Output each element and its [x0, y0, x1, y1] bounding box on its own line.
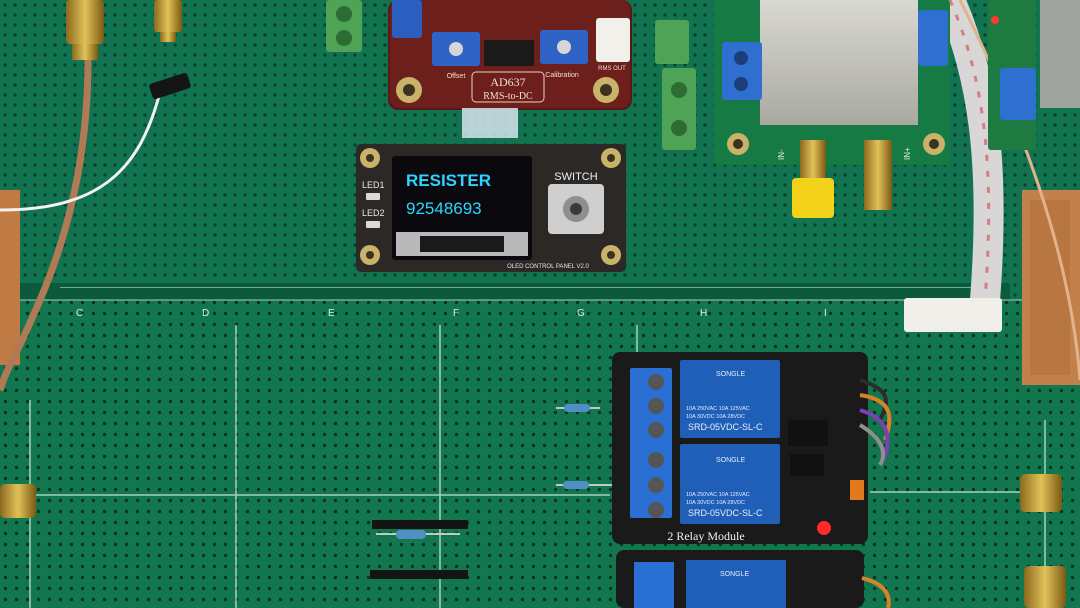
relay-1-model: SRD-05VDC-SL-C — [688, 422, 763, 432]
led2-label: LED2 — [362, 208, 385, 218]
standoff-right-bottom — [1024, 566, 1066, 608]
relay-1-rating: 10A 250VAC 10A 125VAC — [686, 406, 750, 412]
oled-footer: OLED CONTROL PANEL V2.0 — [507, 264, 589, 270]
relay-status-led — [817, 521, 831, 535]
offset-label: Offset — [447, 73, 466, 80]
calibration-label: Calibration — [545, 72, 579, 79]
coax-cable — [0, 59, 92, 392]
standoff-left — [0, 484, 36, 518]
column-letter: E — [328, 308, 335, 319]
relay-2-brand: SONGLE — [716, 457, 746, 464]
oled-control-panel: LED1 LED2 RESISTER 92548693 SWITCH OLED … — [356, 144, 626, 272]
left-copper-plate — [0, 190, 20, 365]
ruler-ticks — [60, 287, 1000, 288]
resistor-3 — [376, 530, 460, 539]
terminal-block-top-left — [326, 0, 362, 52]
relay-module-label: 2 Relay Module — [667, 529, 744, 543]
jumper[interactable] — [850, 480, 864, 500]
relay-2-model: SRD-05VDC-SL-C — [688, 508, 763, 518]
standoff-right — [1020, 474, 1062, 512]
board-ruler-strip — [0, 283, 1010, 301]
header-strip-1 — [372, 520, 468, 529]
right-module — [988, 0, 1080, 150]
relay-2 — [680, 444, 780, 524]
resistor-2 — [556, 481, 612, 489]
column-letter: F — [453, 308, 459, 319]
led1-label: LED1 — [362, 180, 385, 190]
ribbon-connector — [904, 298, 1002, 332]
black-connector — [149, 72, 191, 100]
rf-module: IN- IN+ — [714, 0, 950, 165]
indicator-led — [991, 16, 999, 24]
ribbon-under-ad637 — [462, 108, 518, 138]
column-letters: C D E F G H I — [76, 308, 827, 319]
oled-line-1: RESISTER — [406, 171, 491, 190]
column-letter: I — [824, 308, 827, 319]
tan-wire — [958, 0, 1080, 381]
relay-1-rating-2: 10A 30VDC 10A 28VDC — [686, 414, 745, 420]
in-plus-label: IN+ — [903, 147, 912, 160]
sma-connector-rf-1 — [792, 140, 834, 218]
resistor-1 — [556, 404, 600, 412]
trim-pot[interactable] — [392, 0, 422, 38]
ad637-subtitle: RMS-to-DC — [483, 91, 533, 102]
oled-line-2: 92548693 — [406, 199, 482, 218]
relay-module-2: SONGLE — [616, 550, 891, 608]
rms-out-label: RMS OUT — [598, 66, 626, 72]
relay-wires — [858, 378, 892, 467]
grid-guide-lines — [29, 325, 1046, 608]
led2 — [366, 221, 380, 228]
relay-1-brand: SONGLE — [716, 371, 746, 378]
terminal-block-blue — [722, 42, 762, 100]
column-letter: H — [700, 308, 707, 319]
ad637-module: AD637 RMS-to-DC Offset Calibration RMS O… — [388, 0, 632, 110]
in-minus-label: IN- — [777, 149, 786, 160]
column-letter: C — [76, 308, 83, 319]
white-wire — [0, 91, 162, 212]
relay-screw-terminals — [630, 368, 672, 518]
relay-3-brand: SONGLE — [720, 571, 750, 578]
rf-shield-can — [760, 0, 918, 125]
sma-connector-2 — [154, 0, 182, 42]
column-letter: G — [577, 308, 585, 319]
relay-2-rating-2: 10A 30VDC 10A 28VDC — [686, 500, 745, 506]
sma-connector-rf-2 — [864, 140, 892, 210]
led1 — [366, 193, 380, 200]
switch-label: SWITCH — [554, 171, 597, 183]
column-letter: D — [202, 308, 209, 319]
relay-1 — [680, 360, 780, 438]
header-strip-2 — [370, 570, 468, 579]
lower-perfboard — [0, 300, 1080, 608]
terminal-block-mid — [655, 20, 696, 150]
relay-module: SONGLE 10A 250VAC 10A 125VAC 10A 30VDC 1… — [612, 352, 868, 544]
relay-2-rating: 10A 250VAC 10A 125VAC — [686, 492, 750, 498]
ad637-title: AD637 — [490, 75, 525, 89]
sma-connector-1 — [66, 0, 104, 60]
